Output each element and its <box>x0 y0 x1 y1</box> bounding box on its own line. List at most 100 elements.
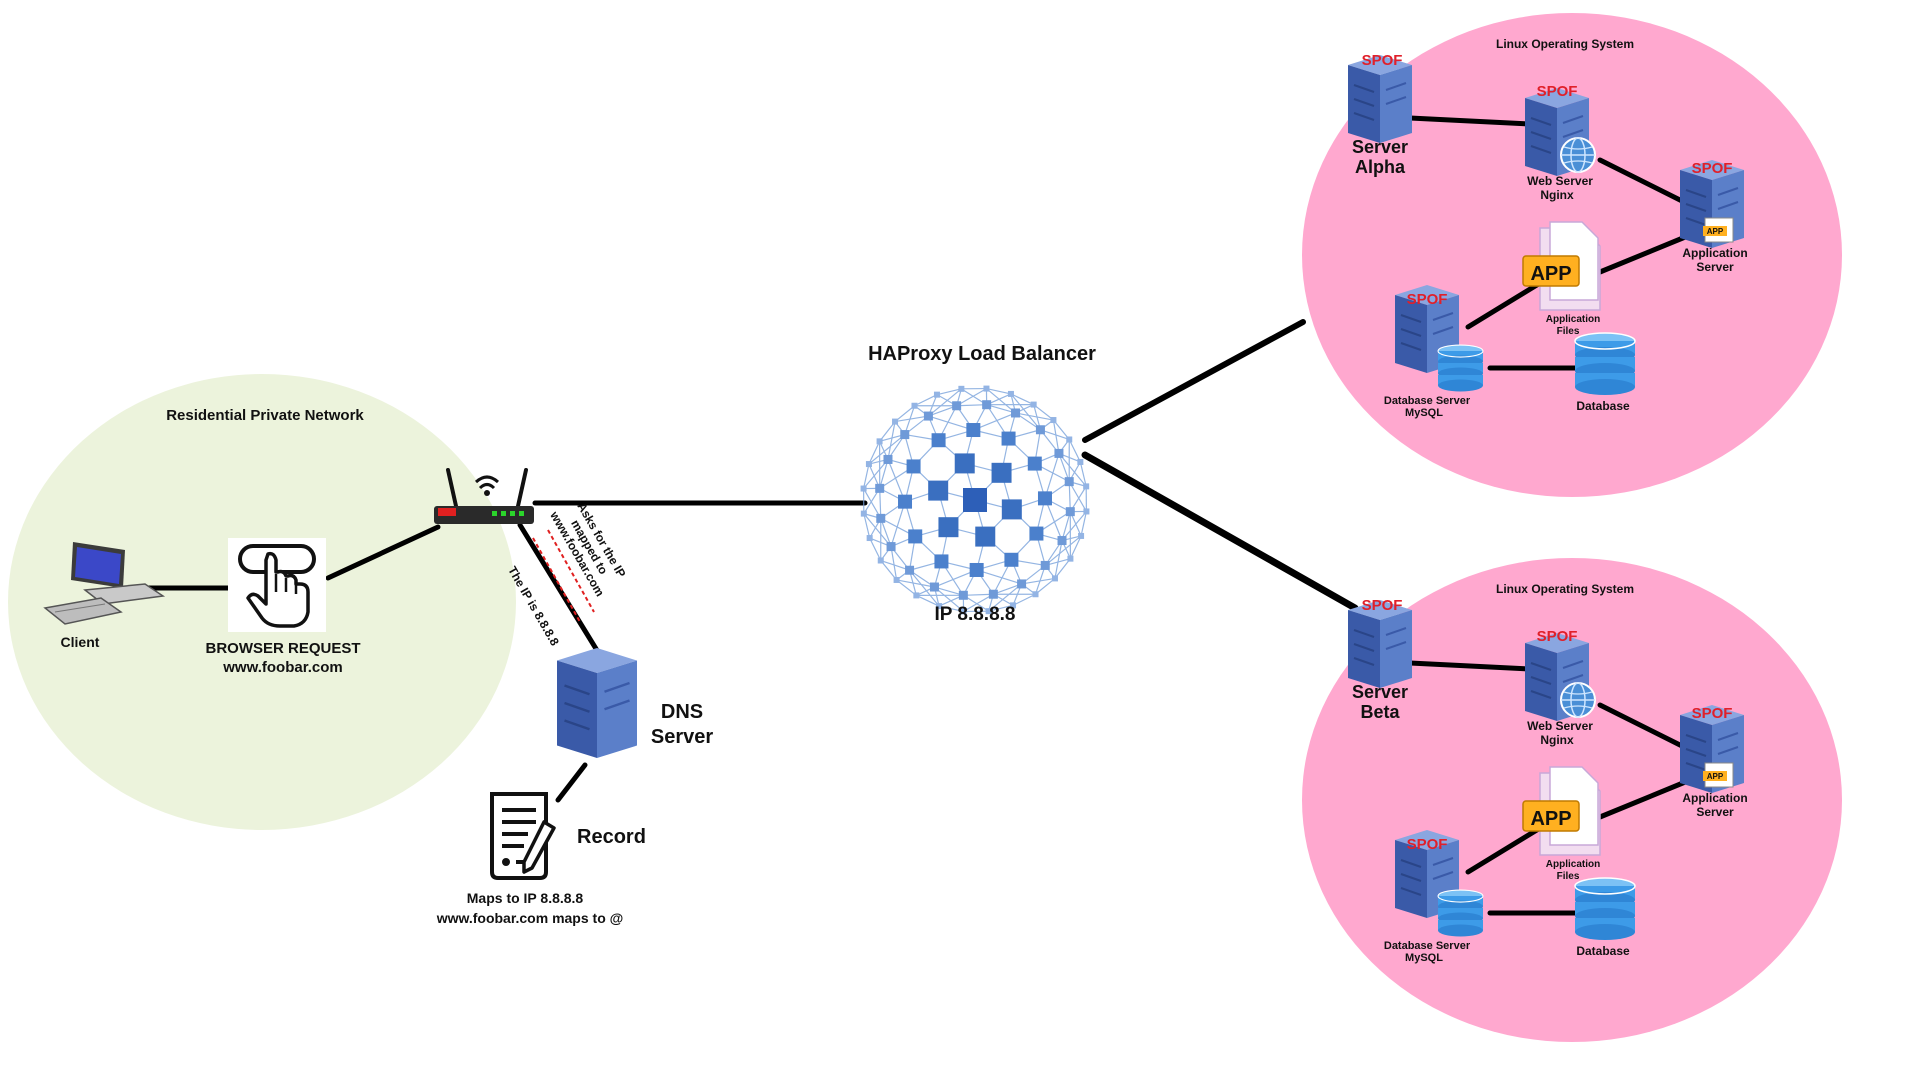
mesh-node <box>1067 555 1074 562</box>
server-name-line1: Server <box>1352 682 1408 702</box>
mesh-node <box>958 385 965 392</box>
server-clusters: Linux Operating SystemSPOFServerAlphaSPO… <box>1347 37 1748 964</box>
application-files-label-line2: Files <box>1557 871 1580 882</box>
mesh-node <box>1030 401 1037 408</box>
mesh-node <box>982 400 992 410</box>
mesh-node <box>1001 431 1016 446</box>
mesh-node <box>1078 532 1085 539</box>
app-badge-bg <box>1703 771 1727 781</box>
database-server-label-line2: MySQL <box>1405 952 1443 964</box>
app-server-label-line1: Application <box>1682 246 1747 260</box>
spof-badge-web: SPOF <box>1537 628 1578 645</box>
mesh-node <box>1032 591 1039 598</box>
cluster-beta: Linux Operating SystemSPOFServerBetaSPOF… <box>1347 582 1748 964</box>
mesh-node <box>936 603 943 610</box>
mesh-node <box>1027 456 1042 471</box>
cluster-link <box>1597 702 1693 753</box>
database-server-db-icon <box>1437 344 1484 393</box>
mesh-node <box>875 483 885 493</box>
browser-request-label: BROWSER REQUEST <box>205 640 360 657</box>
load-balancer-ip: IP 8.8.8.8 <box>935 604 1016 625</box>
mesh-node <box>938 517 959 538</box>
server-name-line2: Beta <box>1360 702 1400 722</box>
mesh-node <box>883 454 893 464</box>
cluster-link <box>1407 115 1533 127</box>
link-router-dns <box>517 522 601 655</box>
globe-icon <box>1560 682 1596 718</box>
dns-record-icon <box>490 792 556 880</box>
dns-request-arrow <box>547 529 595 613</box>
database-icon <box>1574 332 1636 396</box>
mesh-node <box>1011 408 1021 418</box>
client-computer-icon <box>43 542 166 625</box>
database-label: Database <box>1576 399 1630 413</box>
database-server-label-line2: MySQL <box>1405 407 1443 419</box>
app-badge-text: APP <box>1707 227 1724 236</box>
mesh-node <box>1066 436 1073 443</box>
mesh-node <box>906 459 921 474</box>
mesh-node <box>893 576 900 583</box>
mesh-node <box>908 529 923 544</box>
spof-badge-web: SPOF <box>1537 83 1578 100</box>
mesh-node <box>911 402 918 409</box>
server-name-line1: Server <box>1352 137 1408 157</box>
mesh-node <box>969 562 984 577</box>
database-server-label-line1: Database Server <box>1384 940 1471 952</box>
web-server-label-line2: Nginx <box>1540 733 1574 747</box>
cluster-link <box>1597 157 1693 208</box>
mesh-node <box>866 535 873 542</box>
application-files-label-line1: Application <box>1546 314 1600 325</box>
cluster-link <box>1465 277 1548 330</box>
mesh-node <box>991 462 1012 483</box>
mesh-node <box>900 430 910 440</box>
mesh-node <box>954 453 975 474</box>
dns-server-label-line1: DNS <box>661 701 703 723</box>
database-server-label-line1: Database Server <box>1384 395 1471 407</box>
mesh-node <box>988 589 998 599</box>
mesh-node <box>963 488 987 512</box>
mesh-node <box>876 513 886 523</box>
mesh-node <box>975 526 996 547</box>
database-label: Database <box>1576 944 1630 958</box>
mesh-node <box>966 423 981 438</box>
dns-record-label: Record <box>577 826 646 848</box>
web-server-label-line1: Web Server <box>1527 719 1593 733</box>
mesh-node <box>860 485 867 492</box>
app-files-badge-text: APP <box>1530 263 1571 285</box>
mesh-node <box>933 391 940 398</box>
dns-request-annotation: Asks for the IP mapped to www.foobar.com <box>547 500 629 599</box>
router-icon <box>434 468 534 524</box>
client-label: Client <box>61 634 100 650</box>
application-files-label-line2: Files <box>1557 326 1580 337</box>
cluster-links <box>1407 660 1698 916</box>
mesh-node <box>1077 458 1084 465</box>
mesh-node <box>1017 579 1027 589</box>
mesh-node <box>876 438 883 445</box>
globe-icon <box>1560 137 1596 173</box>
mesh-node <box>1064 477 1074 487</box>
mesh-node <box>928 480 949 501</box>
server-name-line2: Alpha <box>1355 157 1406 177</box>
mesh-node <box>1004 552 1019 567</box>
mesh-node <box>1029 526 1044 541</box>
dns-record-caption-1: Maps to IP 8.8.8.8 <box>467 890 584 906</box>
mesh-node <box>960 608 967 615</box>
mesh-node <box>1010 602 1017 609</box>
mesh-node <box>1040 560 1050 570</box>
web-server-label-line2: Nginx <box>1540 188 1574 202</box>
mesh-node <box>934 554 949 569</box>
mesh-node <box>1057 536 1067 546</box>
database-icon <box>1574 877 1636 941</box>
app-server-label-line2: Server <box>1696 805 1734 819</box>
mesh-node <box>1007 390 1014 397</box>
mesh-node <box>905 565 915 575</box>
mesh-node <box>1035 425 1045 435</box>
mesh-node <box>1065 507 1075 517</box>
cluster-link <box>1597 775 1698 820</box>
web-server-label-line1: Web Server <box>1527 174 1593 188</box>
database-server-db-icon <box>1437 889 1484 938</box>
app-server-label-line1: Application <box>1682 791 1747 805</box>
spof-badge-app: SPOF <box>1692 160 1733 177</box>
spof-badge-db: SPOF <box>1407 836 1448 853</box>
